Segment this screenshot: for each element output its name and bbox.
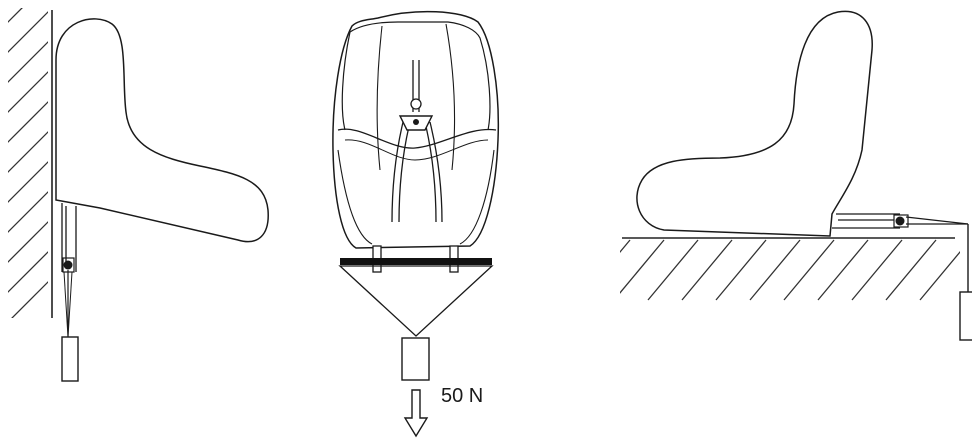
loading-bar <box>340 258 492 265</box>
test-weight <box>61 336 79 382</box>
buckle-icon <box>63 260 73 270</box>
force-label: 50 N <box>441 385 483 407</box>
strap-bracket <box>61 203 77 272</box>
strap-bracket <box>832 213 900 229</box>
right-view-panel <box>620 10 972 341</box>
center-view-panel: 50 N <box>332 10 500 438</box>
seat-cushion-edge <box>337 128 497 149</box>
test-weight <box>401 337 430 381</box>
left-view-panel <box>8 8 269 382</box>
seat-shell-side <box>636 10 873 237</box>
load-rigging <box>338 265 494 337</box>
floor-hatching <box>620 239 960 301</box>
force-arrow-icon <box>403 389 429 438</box>
wall-hatching <box>8 8 48 318</box>
buckle-icon <box>895 216 905 226</box>
seat-backrest-inner <box>349 21 491 131</box>
seat-shell-side <box>55 18 269 243</box>
test-weight <box>959 291 972 341</box>
